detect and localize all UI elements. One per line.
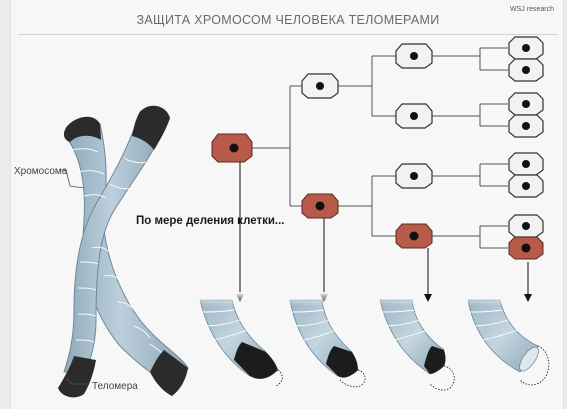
cell-new-g4 — [509, 93, 543, 115]
cell-new-g2 — [302, 74, 338, 98]
cell-nucleus — [230, 144, 239, 153]
branch-g2-top — [336, 56, 398, 116]
cell-new-g3 — [396, 164, 432, 188]
branch-g3-2 — [432, 104, 508, 126]
branch-g3-1 — [432, 48, 508, 70]
cell-nucleus — [410, 172, 418, 180]
cell-nucleus — [522, 66, 530, 74]
lost-telomere-outline — [276, 370, 282, 386]
branch-g1 — [248, 86, 308, 206]
cell-new-g4 — [509, 37, 543, 59]
cell-new-g4 — [509, 153, 543, 175]
cell-nucleus — [522, 244, 531, 253]
telomere-stage-3 — [376, 292, 454, 390]
cell-new-g4 — [509, 175, 543, 197]
cell-nucleus — [316, 82, 324, 90]
cell-new-g4 — [509, 115, 543, 137]
cell-nucleus — [522, 160, 530, 168]
cell-nucleus — [522, 44, 530, 52]
cell-old-g2 — [302, 194, 338, 218]
cell-new-g4 — [509, 215, 543, 237]
chromosome-label: Хромосома — [14, 166, 68, 177]
arrows — [240, 162, 528, 298]
cell-nucleus — [410, 52, 418, 60]
telomere-label: Теломера — [92, 381, 138, 392]
telomere-stage-2 — [286, 292, 365, 387]
cell-old-g3 — [396, 224, 432, 248]
cell-nucleus — [410, 112, 418, 120]
division-caption: По мере деления клетки... — [136, 215, 285, 227]
cell-new-g3 — [396, 44, 432, 68]
cell-old-g4 — [509, 237, 543, 259]
cell-nucleus — [522, 222, 530, 230]
telomere-stage-1 — [196, 292, 282, 386]
telomere-cap-bottom-left — [58, 356, 96, 397]
cell-new-g3 — [396, 104, 432, 128]
cell-nucleus — [522, 182, 530, 190]
cell-nucleus — [410, 232, 419, 241]
branch-g2-bottom — [336, 176, 398, 236]
division-tree — [248, 48, 508, 248]
cell-nucleus — [522, 122, 530, 130]
cell-old-g1 — [212, 134, 252, 162]
cell-nucleus — [316, 202, 325, 211]
branch-g3-4 — [432, 226, 508, 248]
cell-new-g4 — [509, 59, 543, 81]
telomere-end — [326, 346, 358, 378]
branch-g3-3 — [432, 164, 508, 186]
cell-nucleus — [522, 100, 530, 108]
telomere-stage-4 — [464, 292, 549, 385]
chromosome-illustration: Хромосома Теломера — [14, 106, 188, 398]
